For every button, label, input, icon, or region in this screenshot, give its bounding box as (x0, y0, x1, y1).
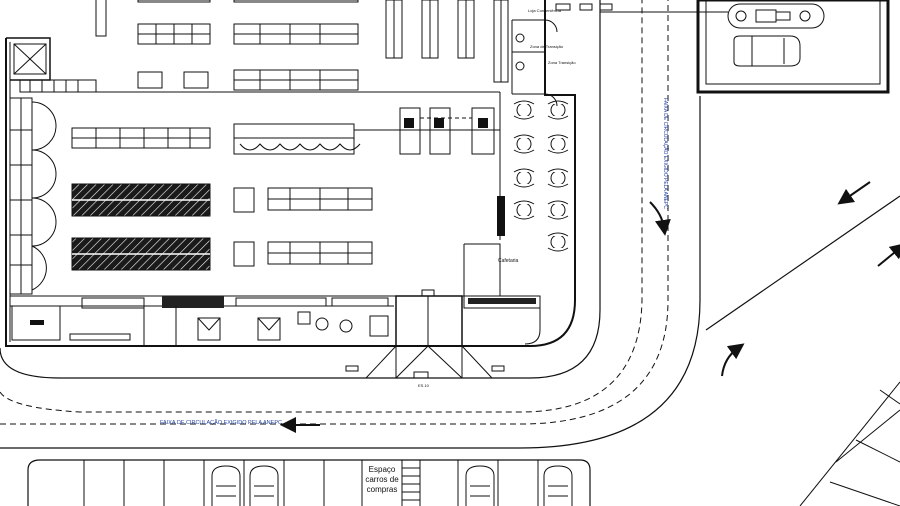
vertical-gondolas-top (385, 0, 509, 83)
entrance-code: ES.10 (418, 383, 430, 388)
diagonal-parking (799, 381, 900, 506)
gondola-upper-1 (137, 23, 211, 45)
parking-lot (27, 459, 591, 506)
direction-arrow-diagonal-1 (837, 181, 871, 205)
freezer-row-top (19, 79, 97, 93)
fuel-station (600, 0, 890, 94)
svg-text:carros de: carros de (365, 475, 399, 484)
cafeteria-label: Cafetaria (498, 258, 519, 264)
store-building (5, 0, 576, 347)
display-table-3 (233, 187, 255, 213)
access-road (0, 0, 701, 449)
gondola-middle-left (71, 127, 211, 149)
gondola-upper-2 (233, 23, 359, 45)
circulation-lane-label: FAIXA DE CIRCULAÇÃO EXIGIDO PELA ANEPC (160, 419, 282, 426)
service-strip (10, 295, 541, 346)
checkout-counters (399, 107, 495, 155)
fresh-counter (233, 123, 361, 155)
cafeteria-seating (513, 100, 569, 252)
transition-zones: Zona de Transição Zona Transição Loja Co… (511, 3, 613, 107)
zone-right-label: Zona Transição (548, 60, 576, 65)
zone-left-label: Zona de Transição (530, 44, 564, 49)
direction-arrow-curve-down (649, 201, 671, 236)
car-top-right (733, 35, 801, 67)
svg-text:compras: compras (367, 485, 398, 494)
direction-arrow-curve-up (721, 343, 745, 377)
display-table-4 (233, 241, 255, 267)
road-diagonal-edge (705, 195, 900, 331)
gondola-upper-stub (137, 0, 359, 3)
left-wall-shelving (9, 97, 57, 295)
svg-text:Espaço: Espaço (369, 465, 396, 474)
display-table-2 (183, 71, 209, 89)
parked-cars (211, 465, 573, 506)
main-entrance: ES.10 (345, 289, 505, 388)
shop-label: Loja Conveniência (528, 8, 562, 13)
gondola-middle-right-2 (267, 241, 373, 265)
display-table-1 (137, 71, 163, 89)
gondola-middle-right-1 (267, 187, 373, 211)
gondola-upper-3 (233, 69, 359, 91)
circulation-lane-vertical-label: FAIXA DE CIRCULAÇÃO EXIGIDO PELA ANEPC (662, 98, 669, 209)
direction-arrow-diagonal-2 (877, 242, 900, 267)
carts-space-label: Espaço carros de compras (365, 465, 399, 494)
